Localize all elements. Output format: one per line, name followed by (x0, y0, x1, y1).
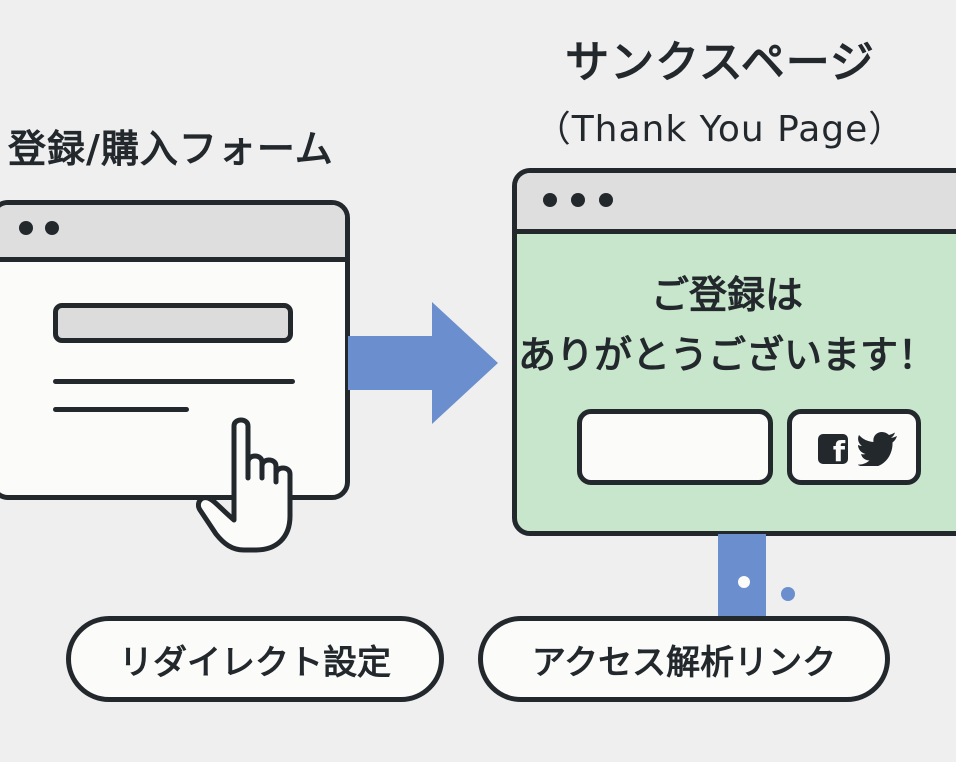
thanks-window-titlebar (517, 173, 956, 234)
window-dot-icon (599, 193, 613, 207)
social-share-buttons[interactable]: f (787, 409, 921, 485)
thanks-message-line1: ご登録は (650, 273, 803, 317)
thanks-subheading: （Thank You Page） (534, 109, 906, 150)
flow-arrow (348, 302, 498, 424)
thanks-window: ご登録は ありがとうございます！ f (512, 168, 956, 536)
redirect-settings-label: リダイレクト設定 (66, 616, 444, 702)
thanks-action-button[interactable] (577, 409, 773, 485)
thanks-message-line2: ありがとうございます！ (517, 333, 936, 377)
form-text-line (53, 379, 295, 384)
form-window (0, 200, 350, 500)
form-window-titlebar (0, 205, 345, 262)
thanks-message: ご登録は ありがとうございます！ (517, 265, 937, 385)
pointer-hand-icon (196, 417, 293, 553)
redirect-settings-text: リダイレクト設定 (119, 642, 391, 683)
thanks-heading: サンクスページ (565, 37, 875, 88)
analytics-link-text: アクセス解析リンク (531, 642, 837, 683)
form-text-line (53, 407, 189, 412)
form-input-field[interactable] (53, 303, 293, 343)
window-dot-icon (543, 193, 557, 207)
twitter-icon[interactable] (858, 432, 898, 466)
window-dot-icon (571, 193, 585, 207)
window-dot-icon (19, 221, 33, 235)
facebook-icon[interactable]: f (818, 434, 848, 464)
window-dot-icon (45, 221, 59, 235)
analytics-link-label: アクセス解析リンク (478, 616, 890, 702)
form-heading: 登録/購入フォーム (8, 127, 334, 171)
analytics-connector (718, 534, 795, 618)
